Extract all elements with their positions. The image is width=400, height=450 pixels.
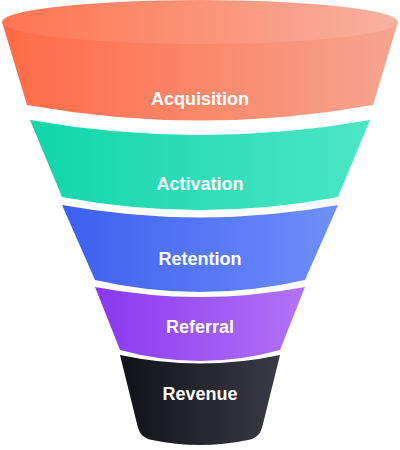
- stage-label: Retention: [0, 248, 400, 270]
- band-shape: [0, 0, 400, 130]
- funnel-band: Referral: [0, 282, 400, 367]
- funnel-band: Retention: [0, 200, 400, 300]
- band-shape: [0, 115, 400, 220]
- stage-label: Revenue: [0, 383, 400, 405]
- stage-label: Activation: [0, 173, 400, 195]
- funnel-band: Acquisition: [0, 0, 400, 130]
- funnel-band: Revenue: [0, 350, 400, 450]
- band-outline: [30, 120, 370, 210]
- band-outline: [62, 205, 338, 292]
- stage-label: Referral: [0, 316, 400, 338]
- funnel-rim: [2, 0, 398, 44]
- funnel-band: Activation: [0, 115, 400, 220]
- stage-label: Acquisition: [0, 88, 400, 110]
